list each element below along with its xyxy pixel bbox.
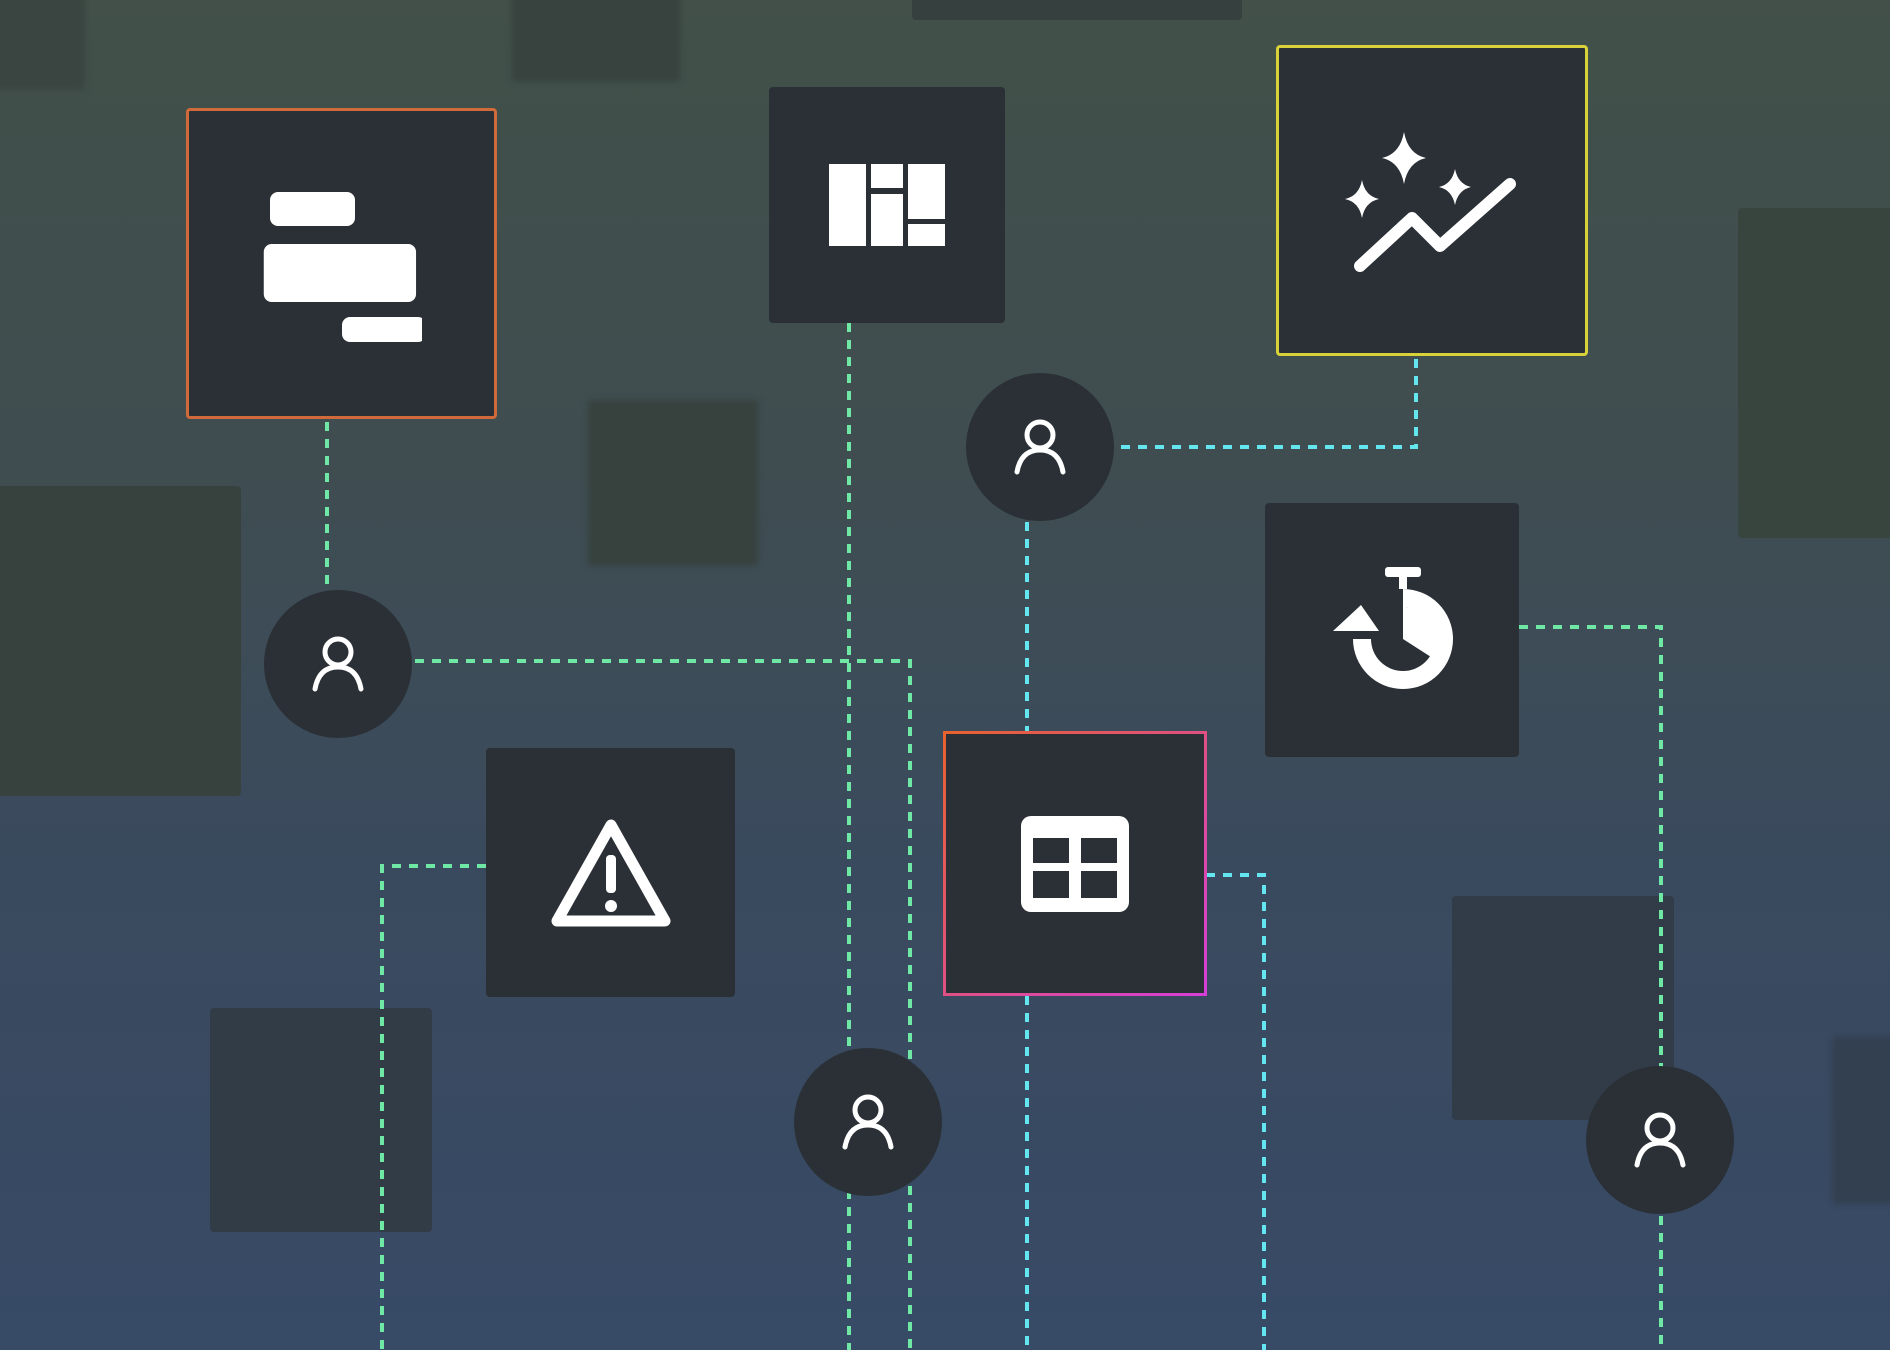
- insights-node[interactable]: [1276, 45, 1588, 356]
- user-icon: [1014, 419, 1066, 475]
- connector-line: [1206, 873, 1266, 1350]
- user-icon: [1634, 1112, 1686, 1168]
- stopwatch-rewind-icon: [1333, 567, 1453, 689]
- timeline-node[interactable]: [186, 108, 497, 419]
- background-tile: [0, 0, 85, 90]
- connector-line: [1519, 625, 1663, 1350]
- background-tile: [912, 0, 1242, 20]
- background-tile: [512, 0, 680, 82]
- board-node[interactable]: [769, 87, 1005, 323]
- gantt-bars-icon: [263, 191, 422, 342]
- background-tile: [0, 486, 241, 796]
- user-icon: [312, 636, 364, 692]
- sparkle-trend-icon: [1345, 131, 1516, 272]
- warning-triangle-icon: [551, 819, 670, 926]
- kanban-board-icon: [829, 164, 945, 246]
- background-tile: [588, 400, 758, 566]
- user-node-1[interactable]: [264, 590, 412, 738]
- alert-node[interactable]: [486, 748, 735, 997]
- background-tile: [1832, 1036, 1890, 1204]
- time-tracking-node[interactable]: [1265, 503, 1519, 757]
- user-node-3[interactable]: [794, 1048, 942, 1196]
- table-grid-icon: [1021, 815, 1129, 912]
- connector-line: [380, 864, 486, 1350]
- background-tile: [1738, 208, 1890, 538]
- user-node-4[interactable]: [1586, 1066, 1734, 1214]
- user-icon: [842, 1094, 894, 1150]
- user-node-2[interactable]: [966, 373, 1114, 521]
- background-tile: [210, 1008, 432, 1232]
- table-node[interactable]: [943, 731, 1207, 996]
- connector-line: [1113, 325, 1418, 449]
